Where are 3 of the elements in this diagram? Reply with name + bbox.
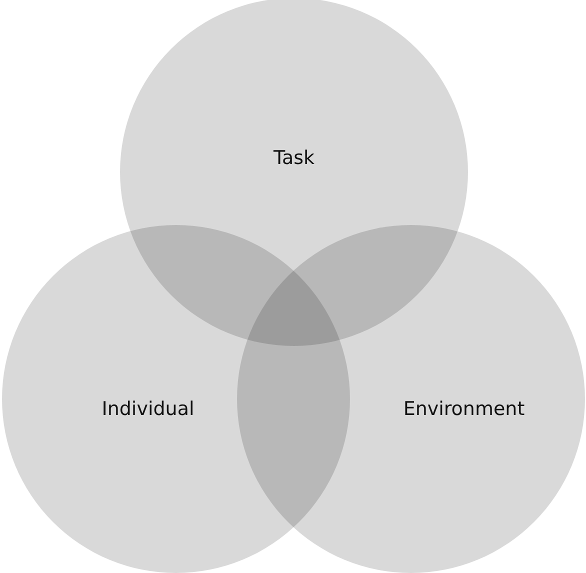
set-label: Environment xyxy=(403,398,525,420)
set-label: Individual xyxy=(102,398,194,420)
set-label: Task xyxy=(274,147,314,169)
